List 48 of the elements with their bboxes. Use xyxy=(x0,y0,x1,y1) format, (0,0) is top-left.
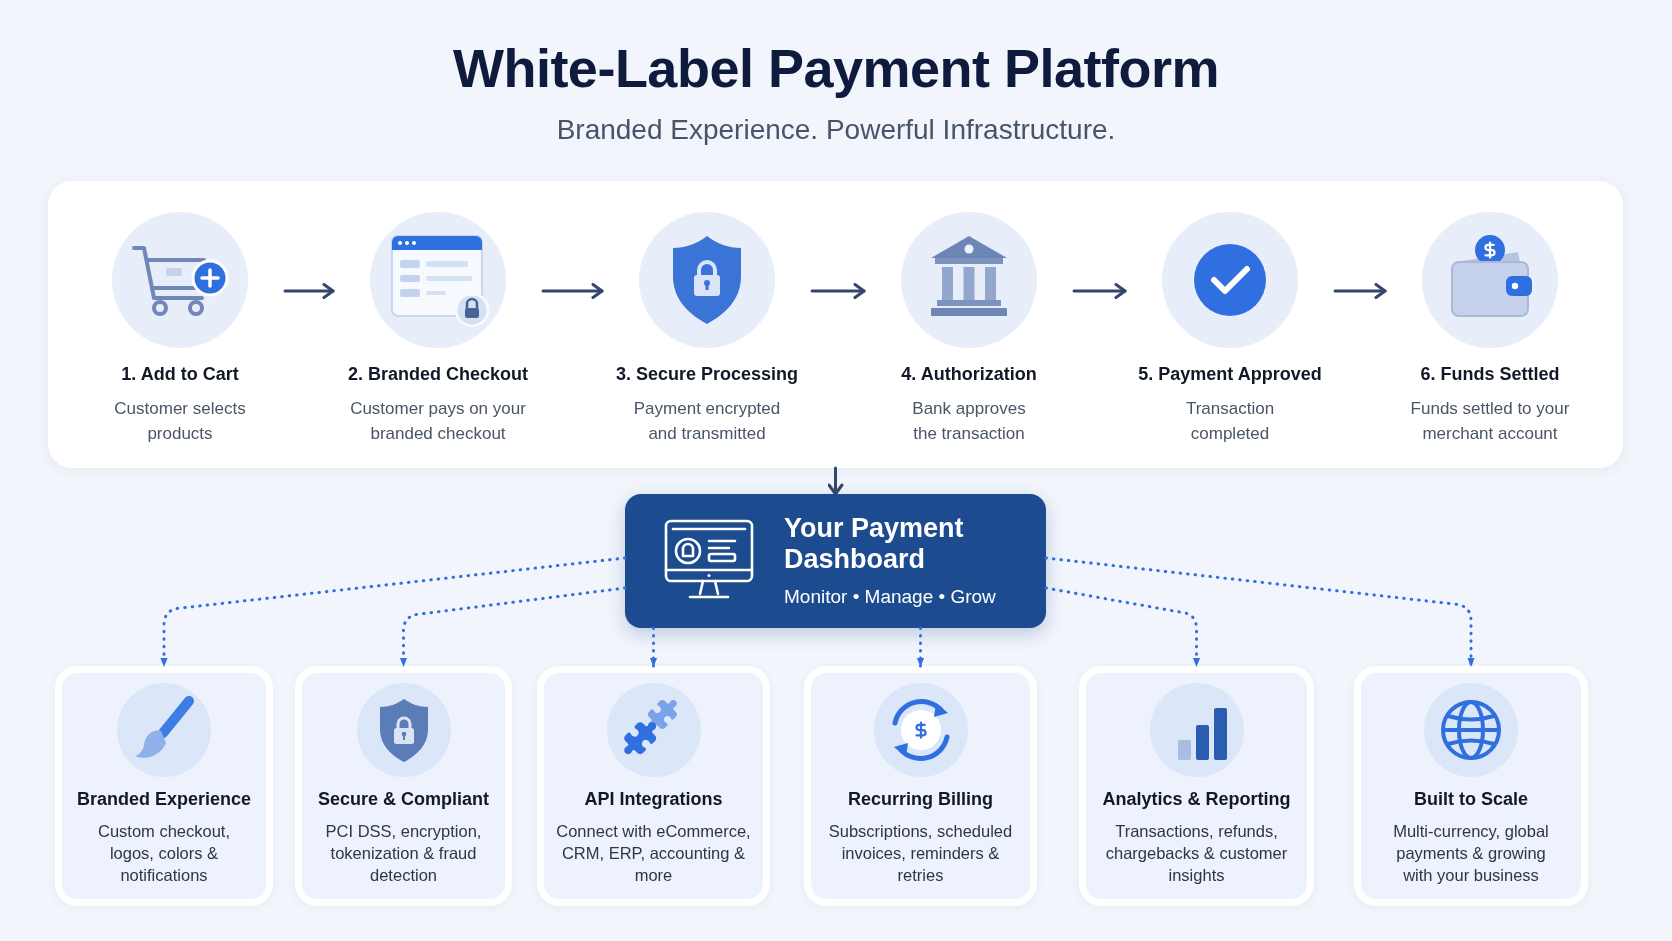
card-description: Connect with eCommerce, CRM, ERP, accounting & more xyxy=(555,821,752,886)
step-description: Customer pays on your branded checkout xyxy=(349,398,527,445)
step-description: Funds settled to your merchant account xyxy=(1409,398,1571,445)
page-title: White-Label Payment Platform xyxy=(452,37,1220,100)
dashboard-tagline: Monitor • Manage • Grow xyxy=(784,585,997,609)
card-description: Multi-currency, global payments & growing with your business xyxy=(1392,821,1550,886)
card-description: Custom checkout, logos, colors & notifications xyxy=(96,821,232,886)
dashboard-title: Your Payment Dashboard xyxy=(784,513,965,575)
step-title: 4. Authorization xyxy=(901,363,1037,386)
dotted-connector xyxy=(916,626,925,668)
step-title: 2. Branded Checkout xyxy=(347,363,528,386)
card-title: Built to Scale xyxy=(1414,788,1528,811)
step-description: Customer selects products xyxy=(113,398,247,445)
card-title: API Integrations xyxy=(584,788,723,811)
step-title: 3. Secure Processing xyxy=(615,363,799,386)
feature-card xyxy=(55,666,273,906)
arrow xyxy=(827,466,844,496)
card-title: Recurring Billing xyxy=(848,788,993,811)
arrow xyxy=(1333,283,1387,299)
arrow xyxy=(1072,283,1127,299)
step-title: 1. Add to Cart xyxy=(121,363,239,386)
feature-card xyxy=(537,666,770,906)
dotted-connector xyxy=(399,586,627,668)
feature-card xyxy=(1354,666,1588,906)
step-title: 6. Funds Settled xyxy=(1420,363,1560,386)
feature-card xyxy=(804,666,1037,906)
card-description: Subscriptions, scheduled invoices, reminders & retries xyxy=(827,821,1014,886)
step-description: Payment encrypted and transmitted xyxy=(632,398,782,445)
dotted-connector xyxy=(1044,586,1201,668)
card-description: Transactions, refunds, chargebacks & customer insights xyxy=(1104,821,1289,886)
dotted-connector xyxy=(1044,556,1475,668)
card-title: Branded Experience xyxy=(76,788,252,811)
card-title: Analytics & Reporting xyxy=(1102,788,1291,811)
step-description: Bank approves the transaction xyxy=(911,398,1027,445)
dotted-connector xyxy=(649,626,658,668)
feature-card xyxy=(1079,666,1314,906)
step-description: Transaction completed xyxy=(1184,398,1276,445)
dotted-connector xyxy=(160,556,627,668)
dashboard-panel xyxy=(625,494,1046,628)
step-title: 5. Payment Approved xyxy=(1138,363,1322,386)
feature-card xyxy=(295,666,512,906)
card-description: PCI DSS, encryption, tokenization & fraud detection xyxy=(324,821,483,886)
page-subtitle: Branded Experience. Powerful Infrastructure. xyxy=(556,113,1116,147)
flow-panel xyxy=(48,181,1623,468)
arrow xyxy=(541,283,604,299)
arrow xyxy=(283,283,335,299)
arrow xyxy=(810,283,866,299)
card-title: Secure & Compliant xyxy=(317,788,489,811)
